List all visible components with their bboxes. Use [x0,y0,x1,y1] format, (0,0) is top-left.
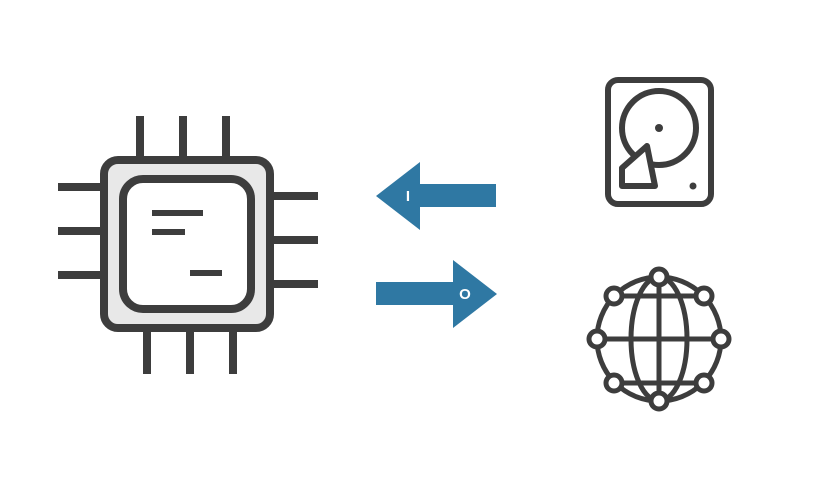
hard-drive-platter [619,88,699,168]
arrow-left-icon: I [376,162,496,230]
hard-drive-arm [619,143,658,189]
cpu-right-pins [270,192,318,288]
cpu-die-lines [152,210,222,276]
globe-nodes [586,266,732,412]
cpu-left-pins [58,183,106,279]
arrow-right-shape [376,260,497,328]
arrow-right-icon: O [376,260,497,328]
cpu-inner-die [119,175,255,313]
hard-drive-icon [605,77,714,207]
hard-drive-led [689,182,697,190]
arrow-left-shape [376,162,496,230]
hard-drive-case [605,77,714,207]
cpu-chip-icon [58,116,318,374]
arrow-right-label: O [459,286,471,303]
arrow-left-label: I [406,188,410,205]
hard-drive-spindle [655,124,663,132]
globe-network-icon [586,266,732,412]
cpu-bottom-pins [143,328,237,374]
cpu-top-pins [136,116,230,160]
